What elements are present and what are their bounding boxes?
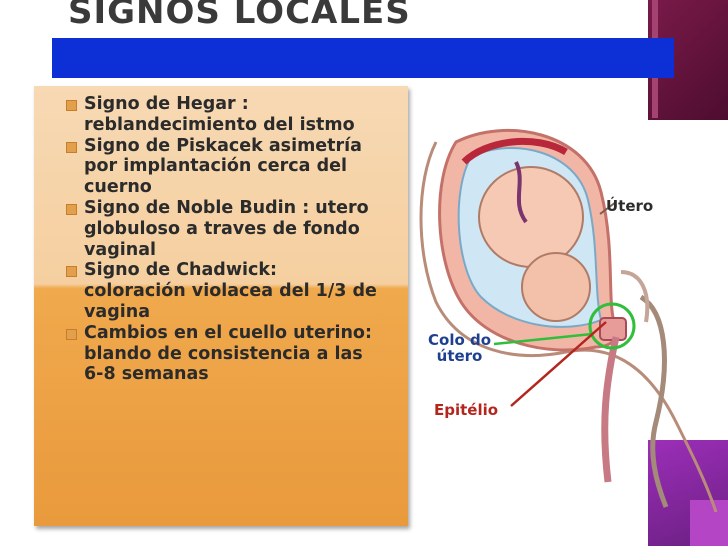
title-bar (52, 38, 674, 78)
pointer-colo (493, 332, 593, 346)
bullet-text: Signo de Chadwick: coloración violacea d… (84, 260, 377, 322)
fetus-body (478, 166, 584, 268)
bullet-marker (66, 266, 77, 278)
fetus-head (521, 252, 591, 322)
label-epitelio: Epitélio (434, 401, 499, 419)
bullet-item: Signo de Hegar : reblandecimiento del is… (48, 94, 404, 136)
label-utero: Útero (606, 197, 654, 215)
bullet-list: Signo de Hegar : reblandecimiento del is… (48, 94, 404, 385)
body-outline (419, 141, 718, 513)
label-colo-do-utero: Colo do útero (428, 331, 492, 365)
pregnancy-anatomy-illustration (419, 129, 718, 513)
pointer-utero (599, 201, 617, 215)
bullet-item: Signo de Chadwick: coloración violacea d… (48, 260, 404, 322)
decorative-corner-bottom-accent (690, 500, 728, 546)
bullet-marker (66, 141, 77, 153)
bullet-text: Signo de Piskacek asimetría por implanta… (84, 135, 362, 198)
umbilical-cord (514, 161, 528, 224)
bullet-item: Signo de Piskacek asimetría por implanta… (48, 136, 404, 198)
anatomy-figure: Útero Colo do útero Epitélio (416, 122, 726, 513)
bullet-marker (66, 328, 77, 340)
bullet-item: Signo de Noble Budin : utero globuloso a… (48, 198, 404, 260)
bullet-text: Cambios en el cuello uterino: blando de … (84, 322, 372, 385)
slide-title: SIGNOS LOCALES (68, 0, 411, 32)
pointer-epitelio (510, 321, 607, 407)
cervix-highlight-circle (588, 302, 636, 350)
bullet-text: Signo de Noble Budin : utero globuloso a… (84, 197, 369, 260)
bullet-marker (66, 203, 77, 215)
rectum (639, 294, 669, 508)
content-box (34, 86, 408, 526)
bullet-item: Cambios en el cuello uterino: blando de … (48, 323, 404, 385)
bullet-marker (66, 100, 77, 111)
bullet-text: Signo de Hegar : reblandecimiento del is… (84, 94, 355, 135)
placenta (461, 137, 568, 165)
organ-outline (620, 270, 650, 323)
vaginal-canal (601, 336, 620, 483)
